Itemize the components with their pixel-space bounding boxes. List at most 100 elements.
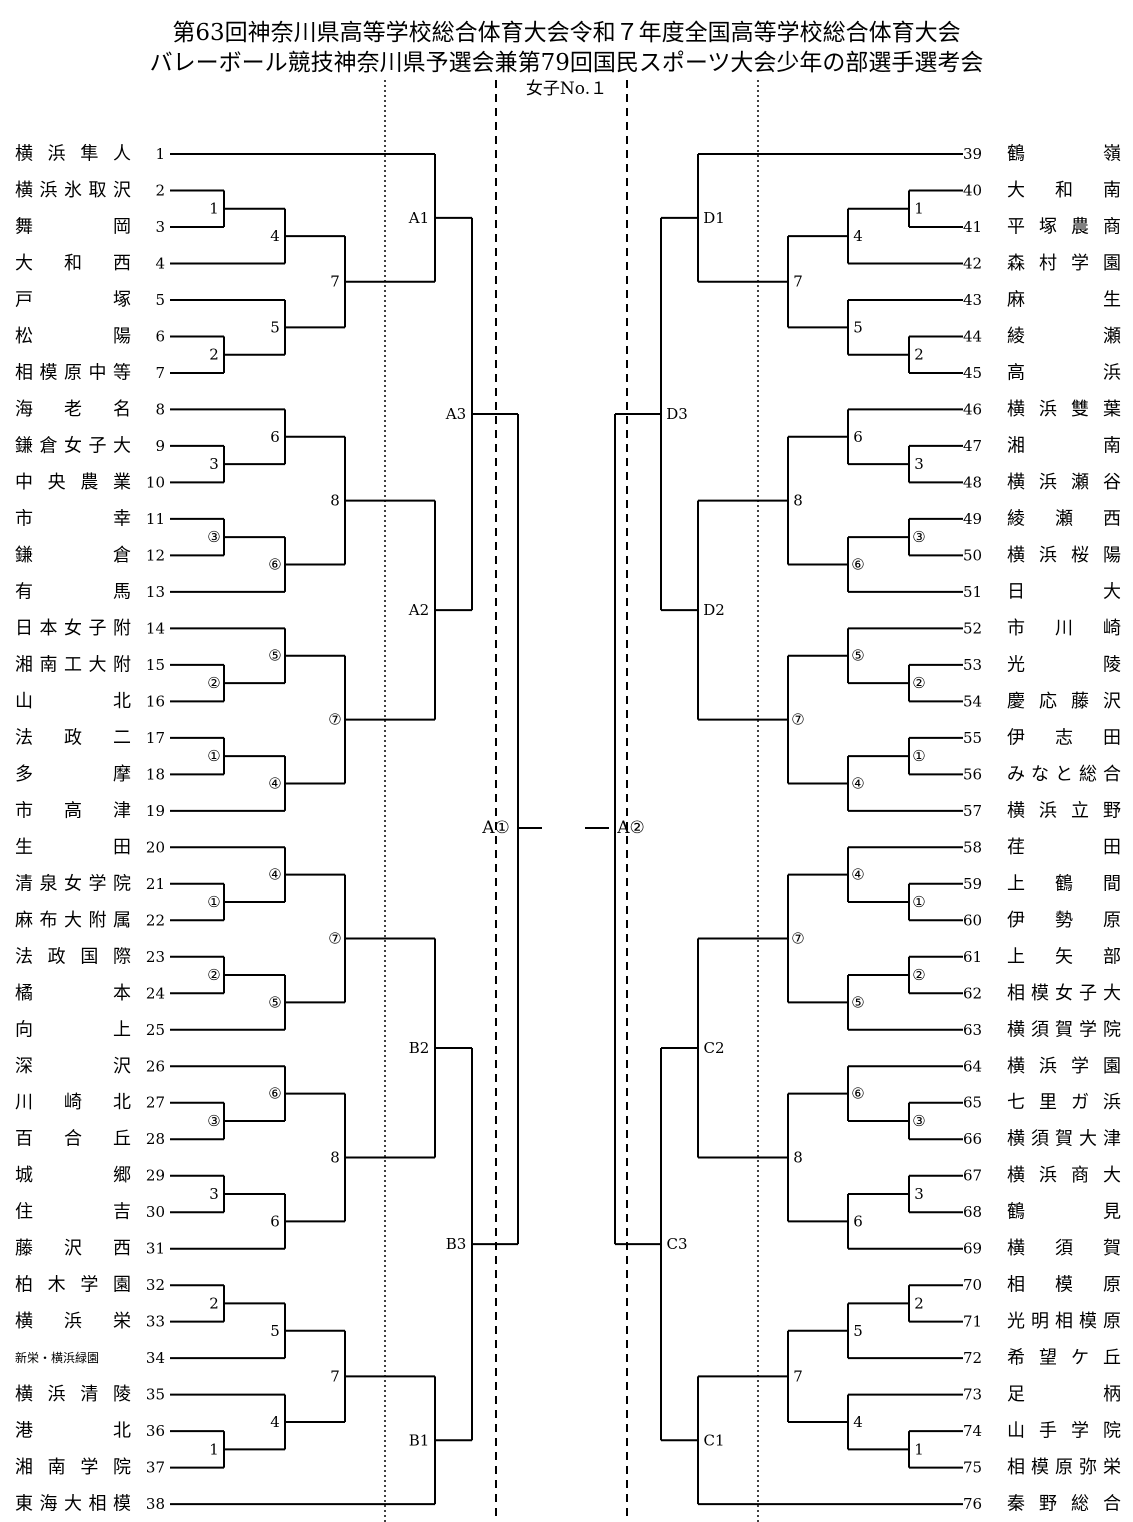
left-round2-label: 5 (270, 1322, 280, 1340)
team-name-char: 海 (15, 399, 33, 420)
right-team-seed: 72 (963, 1349, 982, 1367)
left-team-name: 百合丘 (15, 1129, 131, 1150)
left-team-seed: 19 (146, 802, 165, 820)
left-team-name: 城郷 (15, 1165, 131, 1186)
right-team-name: 七里ガ浜 (1007, 1092, 1121, 1113)
team-name-char: 陽 (1103, 545, 1121, 566)
team-name-char: 陽 (113, 326, 131, 347)
left-team-seed: 22 (146, 911, 165, 929)
team-name-char: 賀 (1055, 1129, 1073, 1150)
team-name-char: 南 (48, 1457, 66, 1478)
team-name-char: 明 (1031, 1311, 1049, 1332)
team-name-char: 相 (1055, 1311, 1073, 1332)
team-name-char: 合 (64, 1129, 82, 1150)
left-team-name: 舞岡 (15, 216, 131, 237)
right-round2-label: ⑤ (851, 647, 864, 665)
team-name-char: 横 (1007, 1056, 1025, 1077)
final-label-right: A② (616, 818, 645, 838)
team-name-char: 森 (1007, 253, 1025, 274)
left-team-seed: 38 (146, 1495, 165, 1513)
left-round3-label: 8 (330, 1148, 340, 1166)
team-name-char: 市 (1007, 618, 1025, 639)
team-name-char: 隼 (80, 144, 98, 165)
team-name-char: 希 (1007, 1348, 1025, 1369)
left-team-name: 向上 (15, 1019, 131, 1040)
team-name-char: 野 (1103, 800, 1121, 821)
team-name-char: 鶴 (1007, 1202, 1025, 1223)
left-team-name: 藤沢西 (15, 1238, 131, 1259)
left-team-seed: 16 (146, 692, 165, 710)
right-round1-label: ① (912, 747, 925, 765)
right-team-name: 伊勢原 (1007, 910, 1121, 931)
right-team-name: 相模原 (1007, 1275, 1121, 1296)
right-team-name: 鶴見 (1007, 1202, 1121, 1223)
team-name-char: 陵 (113, 1384, 131, 1405)
team-name-char: 馬 (113, 581, 131, 602)
team-name-char: 藤 (15, 1238, 33, 1259)
team-name-char: 横 (15, 144, 33, 165)
right-team-seed: 59 (963, 875, 982, 893)
right-round1-label: 2 (914, 1294, 924, 1312)
team-name-char: 崎 (1103, 618, 1121, 639)
team-name-char: 嶺 (1103, 144, 1121, 165)
right-team-seed: 74 (963, 1422, 982, 1440)
right-round2-label: ⑥ (851, 1085, 864, 1103)
left-round2-label: 4 (270, 227, 280, 245)
left-team-seed: 28 (146, 1130, 165, 1148)
team-name-char: 麻 (15, 910, 33, 931)
right-block-label: D2 (703, 601, 725, 619)
team-name-char: 院 (113, 1457, 131, 1478)
team-name-char: 間 (1103, 873, 1121, 894)
right-team-name: 相模女子大 (1007, 983, 1121, 1004)
team-name-char: 藤 (1071, 691, 1089, 712)
right-team-seed: 65 (963, 1094, 982, 1112)
left-team-seed: 31 (146, 1240, 165, 1258)
right-round2-label: 5 (853, 318, 863, 336)
team-name-char: 市 (15, 800, 33, 821)
right-team-seed: 49 (963, 510, 982, 528)
left-team-name: 深沢 (15, 1056, 131, 1077)
team-name-char: 足 (1007, 1384, 1025, 1405)
team-name-char: 舞 (15, 216, 33, 237)
right-team-name: 上矢部 (1007, 946, 1121, 967)
right-block-label: C2 (703, 1039, 724, 1057)
team-name-char: 柏 (15, 1275, 33, 1296)
team-name-char: 模 (40, 362, 58, 383)
right-round1-label: 3 (914, 455, 924, 473)
team-name-char: 光 (1007, 1311, 1025, 1332)
team-name-char: 商 (1103, 216, 1121, 237)
right-team-name: 森村学園 (1007, 253, 1121, 274)
team-name-char: 瀬 (1103, 326, 1121, 347)
team-name-char: 子 (1079, 983, 1097, 1004)
left-round2-label: ⑤ (268, 993, 281, 1011)
team-name-char: 中 (15, 472, 33, 493)
team-name-char: 川 (15, 1092, 33, 1113)
left-team-seed: 25 (146, 1021, 165, 1039)
team-name-char: 湘 (15, 1457, 33, 1478)
team-name-char: 国 (80, 946, 98, 967)
right-round1-label: ② (912, 966, 925, 984)
team-name-char: 栄 (1103, 1457, 1121, 1478)
right-team-name: 横須賀学院 (1007, 1019, 1121, 1040)
team-name-char: 摩 (113, 764, 131, 785)
team-name-char: 沢 (64, 1238, 82, 1259)
left-team-name: 住吉 (15, 1202, 131, 1223)
right-team-name: 光陵 (1007, 654, 1121, 675)
right-team-name: 横浜学園 (1007, 1056, 1121, 1077)
team-name-char: 浜 (48, 144, 66, 165)
team-name-char: 合 (1103, 1494, 1121, 1515)
left-round3-label: 8 (330, 492, 340, 510)
team-name-char: 本 (40, 618, 58, 639)
team-name-char: 里 (1039, 1092, 1057, 1113)
team-name-char: 学 (1079, 1019, 1097, 1040)
team-name-char: 原 (1055, 1457, 1073, 1478)
left-team-name: 川崎北 (15, 1092, 131, 1113)
team-name-char: 泉 (40, 873, 58, 894)
team-name-char: 院 (1103, 1019, 1121, 1040)
right-team-seed: 71 (963, 1313, 982, 1331)
right-round2-label: 4 (853, 1413, 863, 1431)
right-round1-label: 3 (914, 1185, 924, 1203)
team-name-char: 子 (89, 618, 107, 639)
team-name-char: 政 (48, 946, 66, 967)
team-name-char: 原 (1103, 1275, 1121, 1296)
